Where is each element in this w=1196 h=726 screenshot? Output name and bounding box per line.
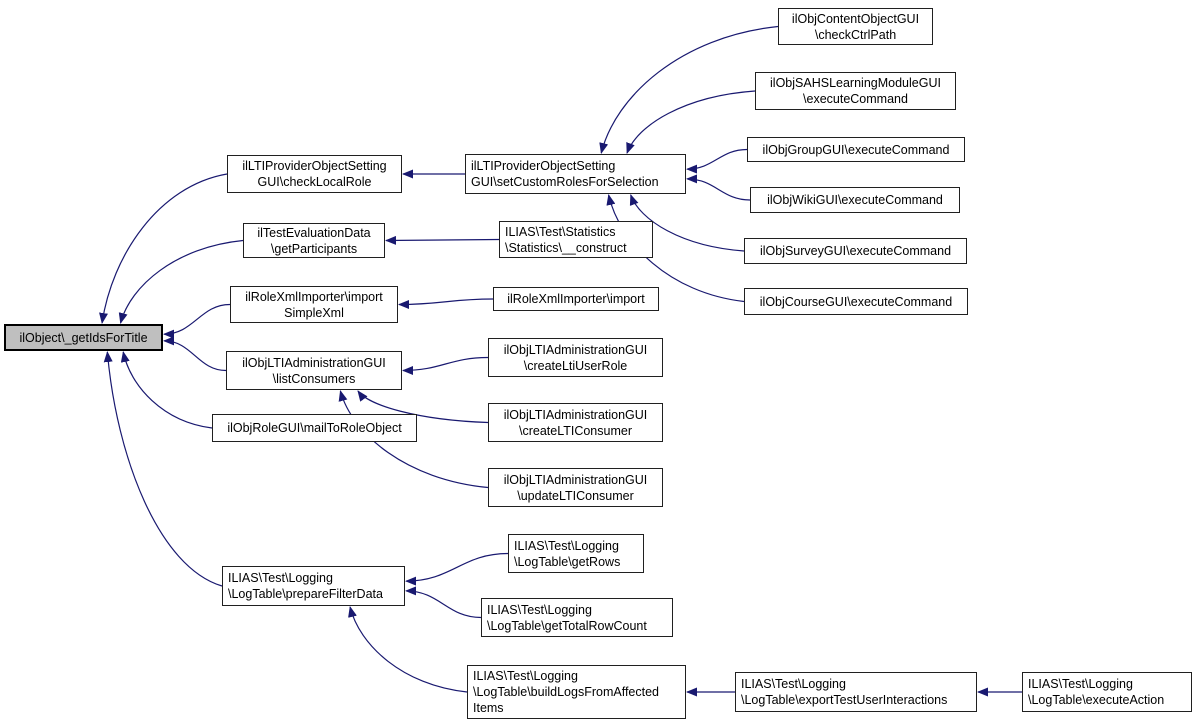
- node-label-line: ilObject\_getIdsForTitle: [19, 330, 148, 345]
- node-exportTestUserInteractions[interactable]: ILIAS\Test\Logging \LogTable\exportTestUs…: [735, 672, 977, 712]
- node-getTotalRowCount[interactable]: ILIAS\Test\Logging\LogTable\getTotalRowC…: [481, 598, 673, 637]
- edge-statisticsConstruct-to-getParticipants: [385, 235, 500, 245]
- node-label-line: ilTestEvaluationData: [257, 225, 371, 240]
- edge-surveyExecuteCommand-to-setCustomRolesForSelection: [629, 194, 745, 252]
- node-label-line: ilObjCourseGUI\executeCommand: [759, 294, 953, 309]
- node-buildLogsFromAffectedItems[interactable]: ILIAS\Test\Logging \LogTable\buildLogsFro…: [467, 665, 686, 719]
- node-getIdsForTitle: ilObject\_getIdsForTitle: [4, 324, 163, 351]
- node-label-line: \LogTable\getTotalRowCount: [487, 618, 647, 633]
- node-label-line: ilRoleXmlImporter\import: [245, 289, 383, 304]
- edge-checkCtrlPath-to-setCustomRolesForSelection: [599, 25, 779, 154]
- node-label-line: ILIAS\Test\Logging: [741, 677, 846, 691]
- node-label-line: ilLTIProviderObjectSetting: [471, 159, 616, 173]
- node-prepareFilterData[interactable]: ILIAS\Test\Logging \LogTable\prepareFilte…: [222, 566, 405, 606]
- node-label-line: ilRoleXmlImporter\import: [507, 292, 645, 306]
- node-roleXmlImport[interactable]: ilRoleXmlImporter\import: [493, 287, 659, 311]
- node-label-line: ilObjLTIAdministrationGUI: [503, 407, 648, 422]
- node-groupExecuteCommand[interactable]: ilObjGroupGUI\executeCommand: [747, 137, 965, 162]
- node-label-line: SimpleXml: [284, 305, 344, 320]
- node-label-line: ILIAS\Test\Statistics: [505, 224, 616, 239]
- node-label-line: \getParticipants: [270, 241, 358, 256]
- node-label-line: ILIAS\Test\Logging: [1028, 677, 1133, 691]
- edge-prepareFilterData-to-getIdsForTitle: [103, 351, 223, 587]
- node-label-line: ilObjGroupGUI\executeCommand: [762, 142, 950, 157]
- edge-updateLTIConsumer-to-listConsumers: [338, 390, 489, 489]
- node-label-line: \listConsumers: [272, 371, 356, 386]
- node-getParticipants[interactable]: ilTestEvaluationData\getParticipants: [243, 223, 385, 258]
- edge-roleXmlImport-to-importSimpleXml: [398, 298, 494, 309]
- edge-groupExecuteCommand-to-setCustomRolesForSelection: [686, 148, 748, 174]
- node-label-line: ilObjLTIAdministrationGUI: [503, 342, 648, 357]
- node-updateLTIConsumer[interactable]: ilObjLTIAdministrationGUI\updateLTIConsu…: [488, 468, 663, 507]
- node-label-line: ILIAS\Test\Logging: [514, 538, 619, 553]
- node-statisticsConstruct[interactable]: ILIAS\Test\Statistics\Statistics\__const…: [499, 221, 653, 258]
- node-label-line: \LogTable\prepareFilterData: [228, 587, 383, 601]
- edge-listConsumers-to-getIdsForTitle: [163, 336, 227, 372]
- node-label-line: \checkCtrlPath: [814, 27, 897, 42]
- node-label-line: ilObjContentObjectGUI: [791, 11, 920, 26]
- node-label-line: ilLTIProviderObjectSetting: [242, 159, 387, 173]
- node-mailToRoleObject[interactable]: ilObjRoleGUI\mailToRoleObject: [212, 414, 417, 442]
- edge-buildLogsFromAffectedItems-to-prepareFilterData: [348, 606, 468, 693]
- node-label-line: \LogTable\buildLogsFromAffected: [473, 685, 659, 699]
- node-label-line: ilObjRoleGUI\mailToRoleObject: [227, 421, 402, 435]
- node-checkCtrlPath[interactable]: ilObjContentObjectGUI\checkCtrlPath: [778, 8, 933, 45]
- node-label-line: ILIAS\Test\Logging: [473, 669, 578, 683]
- edge-courseExecuteCommand-to-setCustomRolesForSelection: [606, 194, 745, 303]
- node-sahsExecuteCommand[interactable]: ilObjSAHSLearningModuleGUI \executeComman…: [755, 72, 956, 110]
- edge-checkLocalRole-to-getIdsForTitle: [99, 173, 228, 324]
- node-label-line: \createLTIConsumer: [518, 423, 632, 438]
- edge-getRows-to-prepareFilterData: [405, 552, 509, 586]
- node-label-line: ilObjLTIAdministrationGUI: [242, 355, 386, 370]
- node-getRows[interactable]: ILIAS\Test\Logging\LogTable\getRows: [508, 534, 644, 573]
- node-label-line: ilObjSurveyGUI\executeCommand: [759, 244, 952, 258]
- node-wikiExecuteCommand[interactable]: ilObjWikiGUI\executeCommand: [750, 187, 960, 213]
- node-label-line: \createLtiUserRole: [523, 358, 628, 373]
- edge-wikiExecuteCommand-to-setCustomRolesForSelection: [686, 174, 751, 201]
- node-label-line: ilObjWikiGUI\executeCommand: [767, 193, 943, 207]
- node-label-line: GUI\checkLocalRole: [257, 175, 372, 189]
- node-label-line: \Statistics\__construct: [505, 240, 627, 255]
- node-label-line: \LogTable\executeAction: [1028, 693, 1165, 707]
- node-listConsumers[interactable]: ilObjLTIAdministrationGUI\listConsumers: [226, 351, 402, 390]
- node-label-line: \LogTable\getRows: [514, 554, 621, 569]
- node-label-line: ILIAS\Test\Logging: [487, 602, 592, 617]
- node-createLTIConsumer[interactable]: ilObjLTIAdministrationGUI\createLTIConsu…: [488, 403, 663, 442]
- node-createLtiUserRole[interactable]: ilObjLTIAdministrationGUI\createLtiUserR…: [488, 338, 663, 377]
- node-label-line: \updateLTIConsumer: [517, 488, 634, 503]
- edge-createLTIConsumer-to-listConsumers: [357, 390, 489, 424]
- node-label-line: \executeCommand: [803, 92, 908, 106]
- node-surveyExecuteCommand[interactable]: ilObjSurveyGUI\executeCommand: [744, 238, 967, 264]
- node-courseExecuteCommand[interactable]: ilObjCourseGUI\executeCommand: [744, 288, 968, 315]
- node-executeAction[interactable]: ILIAS\Test\Logging \LogTable\executeActio…: [1022, 672, 1192, 712]
- edge-getParticipants-to-getIdsForTitle: [118, 239, 244, 324]
- node-label-line: ilObjSAHSLearningModuleGUI: [770, 76, 941, 90]
- edge-createLtiUserRole-to-listConsumers: [402, 356, 489, 375]
- node-label-line: \LogTable\exportTestUserInteractions: [741, 693, 948, 707]
- edge-importSimpleXml-to-getIdsForTitle: [163, 303, 231, 339]
- node-label-line: ilObjLTIAdministrationGUI: [503, 472, 648, 487]
- edge-getTotalRowCount-to-prepareFilterData: [405, 586, 482, 619]
- node-label-line: ILIAS\Test\Logging: [228, 571, 333, 585]
- edge-mailToRoleObject-to-getIdsForTitle: [120, 351, 213, 429]
- node-label-line: GUI\setCustomRolesForSelection: [471, 175, 659, 189]
- edge-sahsExecuteCommand-to-setCustomRolesForSelection: [626, 90, 756, 154]
- node-label-line: Items: [473, 701, 504, 715]
